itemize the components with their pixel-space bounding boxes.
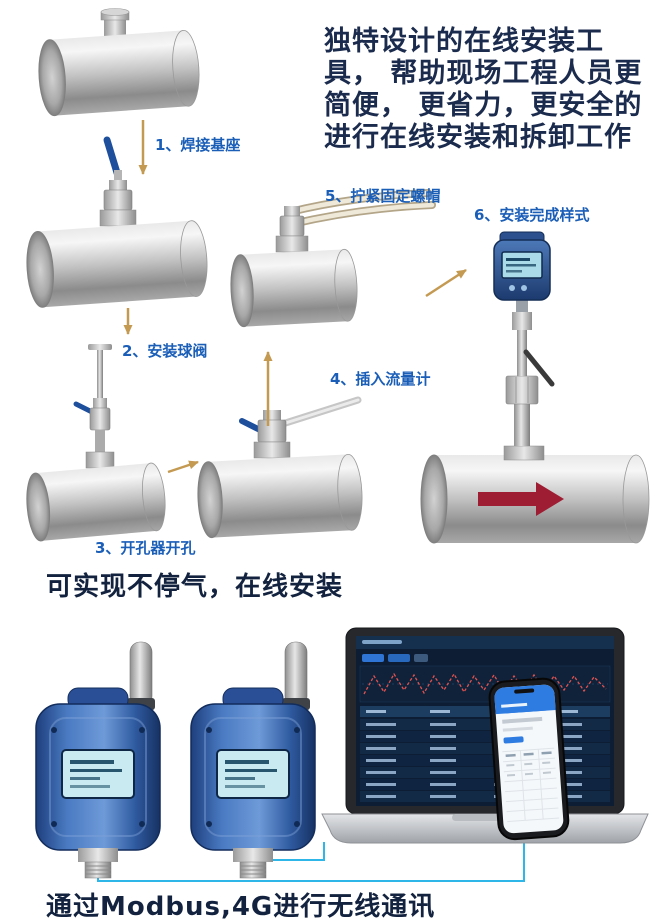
step3-pipe-hole-opener [26, 344, 166, 542]
flow-direction-arrow [478, 482, 564, 516]
step-label-4: 4、插入流量计 [330, 370, 431, 388]
step-label-2: 2、安装球阀 [122, 342, 208, 360]
caption-communication: 通过Modbus,4G进行无线通讯 [46, 892, 436, 922]
gas-detector-1 [35, 641, 161, 879]
arrow-step3 [167, 460, 199, 474]
step5-pipe-tighten-tool [230, 189, 436, 328]
step-label-1: 1、焊接基座 [155, 136, 241, 154]
step1-pipe-welded-base [38, 8, 200, 117]
step-label-6: 6、安装完成样式 [474, 206, 590, 224]
dashboard-chart-line [363, 672, 607, 695]
step4-pipe-flowmeter-insert [197, 396, 363, 539]
step-label-3: 3、开孔器开孔 [95, 539, 196, 557]
gas-detector-2 [190, 641, 316, 879]
step2-pipe-ball-valve [26, 136, 208, 308]
intro-text: 独特设计的在线安装工具， 帮助现场工程人员更简便， 更省力，更安全的进行在线安装… [324, 26, 643, 153]
laptop [321, 627, 649, 844]
caption-online-install: 可实现不停气，在线安装 [46, 572, 344, 602]
arrow-step5 [425, 268, 467, 298]
smartphone [488, 677, 570, 841]
step-label-5: 5、拧紧固定螺帽 [325, 187, 441, 205]
step6-completed-flowmeter [420, 231, 650, 544]
